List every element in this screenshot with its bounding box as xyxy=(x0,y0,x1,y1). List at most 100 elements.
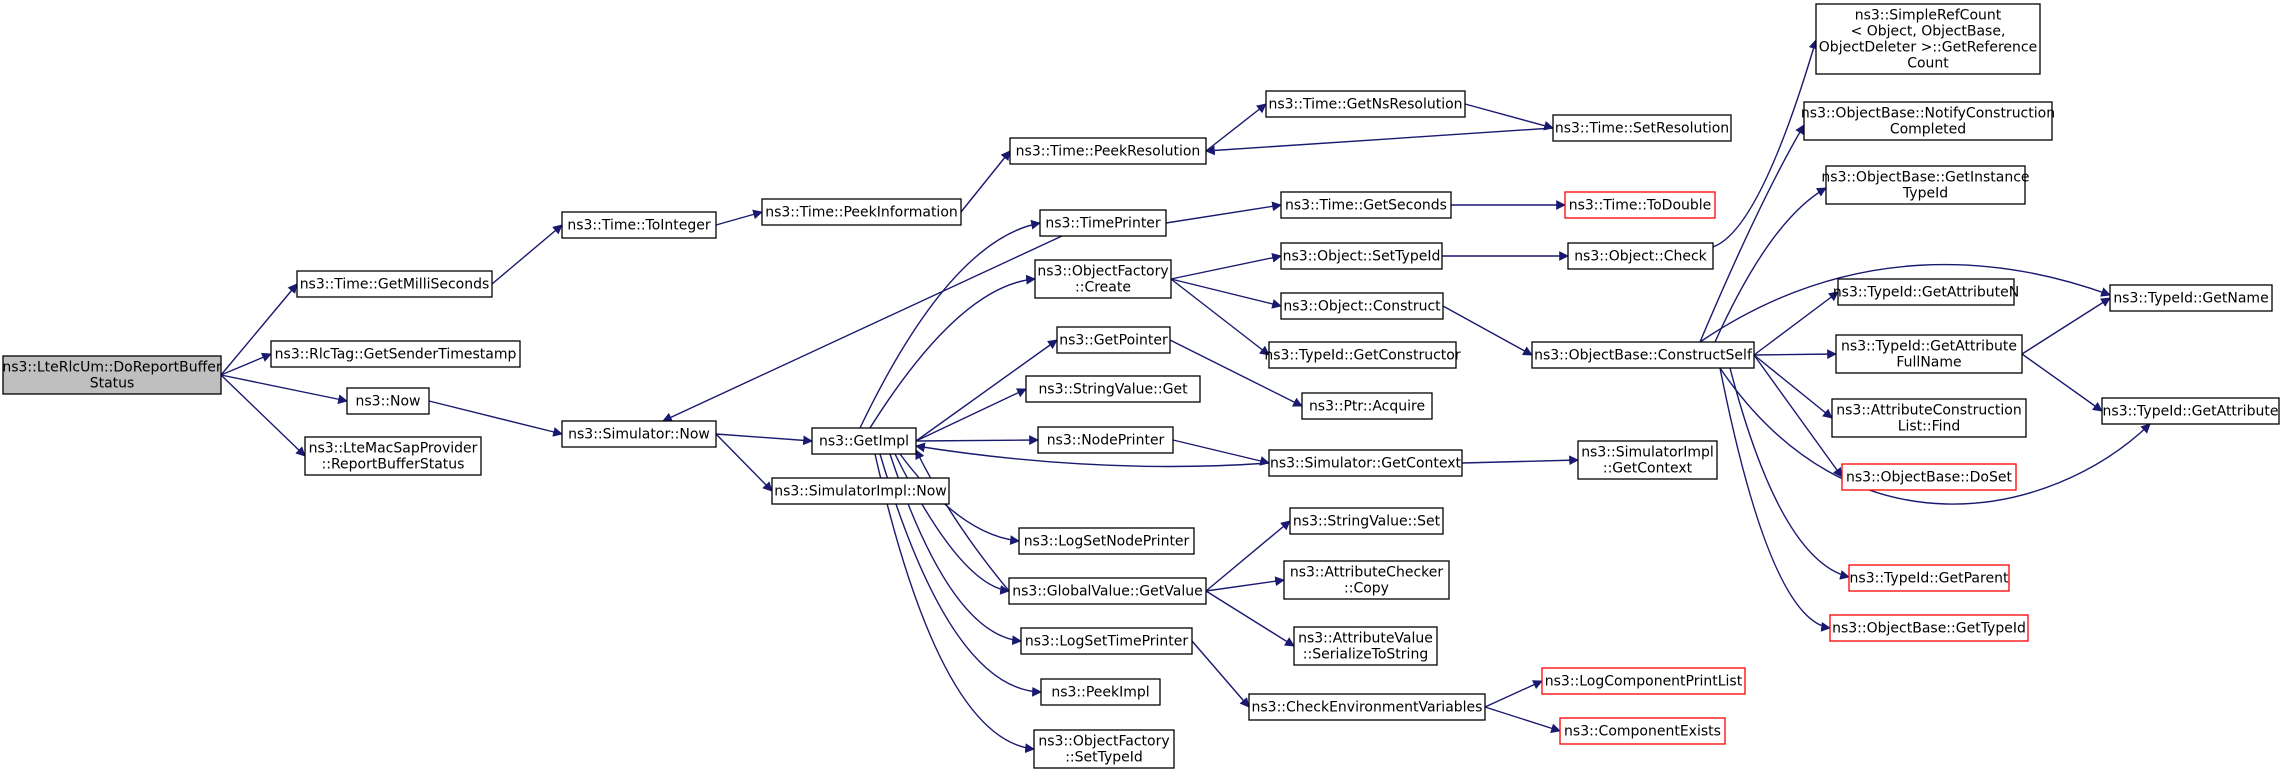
node-box xyxy=(1564,191,1716,219)
node-getpointer[interactable]: ns3::GetPointer xyxy=(1056,326,1171,354)
node-typeidgetctor[interactable]: ns3::TypeId::GetConstructor xyxy=(1264,341,1461,369)
node-getname[interactable]: ns3::TypeId::GetName xyxy=(2109,284,2273,312)
node-constructself[interactable]: ns3::ObjectBase::ConstructSelf xyxy=(1531,341,1755,369)
node-objcheck[interactable]: ns3::Object::Check xyxy=(1567,242,1714,270)
edge-constructself-to-doset xyxy=(1753,354,1843,478)
node-box xyxy=(1552,114,1732,142)
node-logsetnode[interactable]: ns3::LogSetNodePrinter xyxy=(1018,527,1195,555)
edge-now-to-siminow xyxy=(428,400,563,437)
edge-globalget-to-attrcheckcopy xyxy=(1205,576,1285,592)
node-strvalset[interactable]: ns3::StringValue::Set xyxy=(1289,507,1444,535)
node-checkenv[interactable]: ns3::CheckEnvironmentVariables xyxy=(1248,693,1486,721)
node-objfactcreate[interactable]: ns3::ObjectFactory::Create xyxy=(1034,259,1172,299)
node-timeprinter[interactable]: ns3::TimePrinter xyxy=(1039,209,1167,237)
node-label: < Object, ObjectBase, xyxy=(1851,23,2006,39)
node-objfactsettype[interactable]: ns3::ObjectFactory::SetTypeId xyxy=(1033,729,1175,769)
node-getattribute[interactable]: ns3::TypeId::GetAttribute xyxy=(2101,397,2280,425)
node-globalget[interactable]: ns3::GlobalValue::GetValue xyxy=(1008,577,1207,605)
node-doset[interactable]: ns3::ObjectBase::DoSet xyxy=(1841,463,2017,491)
edge-getnsres-to-setres xyxy=(1464,103,1554,131)
node-tointeger[interactable]: ns3::Time::ToInteger xyxy=(561,211,717,239)
node-label: ns3::LogSetNodePrinter xyxy=(1024,533,1190,549)
node-simplerefcount[interactable]: ns3::SimpleRefCount< Object, ObjectBase,… xyxy=(1815,3,2041,75)
node-label: ns3::NodePrinter xyxy=(1047,432,1165,448)
node-box xyxy=(2109,284,2273,312)
node-attrcheckcopy[interactable]: ns3::AttributeChecker::Copy xyxy=(1283,560,1450,600)
node-box xyxy=(1835,334,2023,374)
edge-siminow-to-getimpl xyxy=(715,433,813,446)
node-label: ns3::StringValue::Get xyxy=(1038,381,1188,397)
node-simimplnow[interactable]: ns3::SimulatorImpl::Now xyxy=(771,477,950,505)
node-box xyxy=(1289,507,1444,535)
node-box xyxy=(1268,449,1463,477)
node-objconstruct[interactable]: ns3::Object::Construct xyxy=(1280,292,1444,320)
edge-objconstruct-to-constructself xyxy=(1442,305,1533,356)
edge-getimpl-to-objfactcreate xyxy=(869,274,1036,429)
edge-getimpl-to-objfactsettype xyxy=(874,453,1035,754)
node-nodeprinter[interactable]: ns3::NodePrinter xyxy=(1037,426,1174,454)
edge-globalget-to-strvalset xyxy=(1205,520,1291,592)
node-rlctag[interactable]: ns3::RlcTag::GetSenderTimestamp xyxy=(270,340,521,368)
node-label: Completed xyxy=(1890,121,1966,137)
node-box xyxy=(1531,341,1755,369)
node-peekres[interactable]: ns3::Time::PeekResolution xyxy=(1009,137,1207,165)
node-label: ns3::ObjectBase::NotifyConstruction xyxy=(1801,105,2055,121)
node-label: ns3::LteRlcUm::DoReportBuffer xyxy=(2,359,222,375)
edge-constructself-to-notifyconstr xyxy=(1699,124,1805,343)
node-label: ns3::ComponentExists xyxy=(1564,723,1721,739)
node-box xyxy=(1008,577,1207,605)
node-label: ns3::AttributeConstruction xyxy=(1836,402,2021,418)
node-box xyxy=(296,270,493,298)
node-box xyxy=(1033,729,1175,769)
node-getattrn[interactable]: ns3::TypeId::GetAttributeN xyxy=(1833,278,2019,306)
node-label: ns3::TypeId::GetAttributeN xyxy=(1833,284,2019,300)
node-now[interactable]: ns3::Now xyxy=(346,387,430,415)
node-getms[interactable]: ns3::Time::GetMilliSeconds xyxy=(296,270,493,298)
node-box xyxy=(771,477,950,505)
node-getseconds[interactable]: ns3::Time::GetSeconds xyxy=(1280,191,1452,219)
node-box xyxy=(2101,397,2280,425)
edge-globalget-to-getimpl xyxy=(915,449,1010,592)
node-label: ns3::Time::GetNsResolution xyxy=(1268,96,1462,112)
node-getparent[interactable]: ns3::TypeId::GetParent xyxy=(1848,564,2010,592)
node-objsettype[interactable]: ns3::Object::SetTypeId xyxy=(1280,242,1443,270)
edge-constructself-to-getinstance xyxy=(1714,187,1827,343)
node-setres[interactable]: ns3::Time::SetResolution xyxy=(1552,114,1732,142)
node-compexists[interactable]: ns3::ComponentExists xyxy=(1559,717,1726,745)
node-logcompprint[interactable]: ns3::LogComponentPrintList xyxy=(1541,667,1746,695)
node-siminow[interactable]: ns3::Simulator::Now xyxy=(561,420,717,448)
node-strvalget[interactable]: ns3::StringValue::Get xyxy=(1025,375,1201,403)
node-box xyxy=(270,340,521,368)
node-peekinfo[interactable]: ns3::Time::PeekInformation xyxy=(761,198,962,226)
node-notifyconstr[interactable]: ns3::ObjectBase::NotifyConstructionCompl… xyxy=(1801,101,2055,141)
edge-objfactcreate-to-objconstruct xyxy=(1170,278,1282,309)
node-label: ns3::ObjectBase::ConstructSelf xyxy=(1534,347,1753,363)
node-label: ns3::ObjectFactory xyxy=(1038,733,1169,749)
node-simgetctx[interactable]: ns3::Simulator::GetContext xyxy=(1268,449,1463,477)
node-label: ::SerializeToString xyxy=(1303,646,1428,662)
node-ptracquire[interactable]: ns3::Ptr::Acquire xyxy=(1301,392,1433,420)
node-getnsres[interactable]: ns3::Time::GetNsResolution xyxy=(1265,90,1466,118)
node-label: ns3::GlobalValue::GetValue xyxy=(1012,583,1202,599)
node-simimplctx[interactable]: ns3::SimulatorImpl::GetContext xyxy=(1577,440,1718,480)
node-attrvalser[interactable]: ns3::AttributeValue::SerializeToString xyxy=(1293,626,1438,666)
node-todouble[interactable]: ns3::Time::ToDouble xyxy=(1564,191,1716,219)
node-label: ns3::Object::SetTypeId xyxy=(1283,248,1441,264)
node-ltemac[interactable]: ns3::LteMacSapProvider::ReportBufferStat… xyxy=(304,436,482,476)
node-label: ns3::GetImpl xyxy=(819,433,909,449)
node-label: ns3::Time::ToInteger xyxy=(567,217,711,233)
node-box xyxy=(1831,398,2027,438)
edge-root-to-rlctag xyxy=(220,352,272,376)
node-getimpl[interactable]: ns3::GetImpl xyxy=(811,427,917,455)
edge-constructself-to-attrconstrfind xyxy=(1753,354,1833,419)
node-box xyxy=(1567,242,1714,270)
node-logsettime[interactable]: ns3::LogSetTimePrinter xyxy=(1020,627,1193,655)
edge-root-to-now xyxy=(220,374,348,405)
node-gettypeid[interactable]: ns3::ObjectBase::GetTypeId xyxy=(1829,614,2029,642)
node-peekimpl[interactable]: ns3::PeekImpl xyxy=(1040,678,1161,706)
